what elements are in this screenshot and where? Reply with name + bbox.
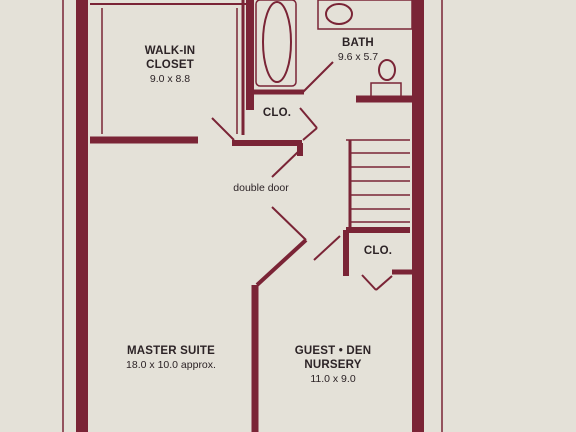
bath-fixtures (255, 0, 413, 98)
closet-upper-name: CLO. (262, 107, 292, 119)
page-border (62, 0, 443, 432)
exterior-walls (76, 0, 424, 432)
bath-name: BATH (342, 37, 374, 49)
bath-label: BATH 9.6 x 5.7 (338, 37, 378, 63)
stairs (346, 139, 410, 230)
closet-lower-name: CLO. (363, 245, 393, 257)
closet-lower-label: CLO. (364, 245, 392, 259)
bath-dims: 9.6 x 5.7 (337, 50, 379, 63)
master-suite-dims: 18.0 x 10.0 approx. (126, 358, 216, 371)
walk-in-closet-label: WALK-IN CLOSET 9.0 x 8.8 (145, 45, 196, 85)
interior-walls (90, 0, 414, 432)
master-suite-name: MASTER SUITE (126, 345, 215, 357)
walk-in-closet-name-line2: CLOSET (146, 58, 194, 71)
walk-in-closet-dims: 9.0 x 8.8 (149, 72, 191, 85)
walk-in-closet-name-line1: WALK-IN (144, 45, 196, 57)
guest-den-label: GUEST • DEN NURSERY 11.0 x 9.0 (295, 345, 372, 385)
doors (211, 61, 393, 291)
double-door-annotation: double door (233, 182, 289, 194)
guest-den-dims: 11.0 x 9.0 (310, 372, 356, 385)
guest-den-name-line1: GUEST • DEN (294, 345, 372, 357)
guest-den-name-line2: NURSERY (304, 358, 362, 371)
master-suite-label: MASTER SUITE 18.0 x 10.0 approx. (126, 345, 216, 371)
closet-upper-label: CLO. (263, 107, 291, 121)
